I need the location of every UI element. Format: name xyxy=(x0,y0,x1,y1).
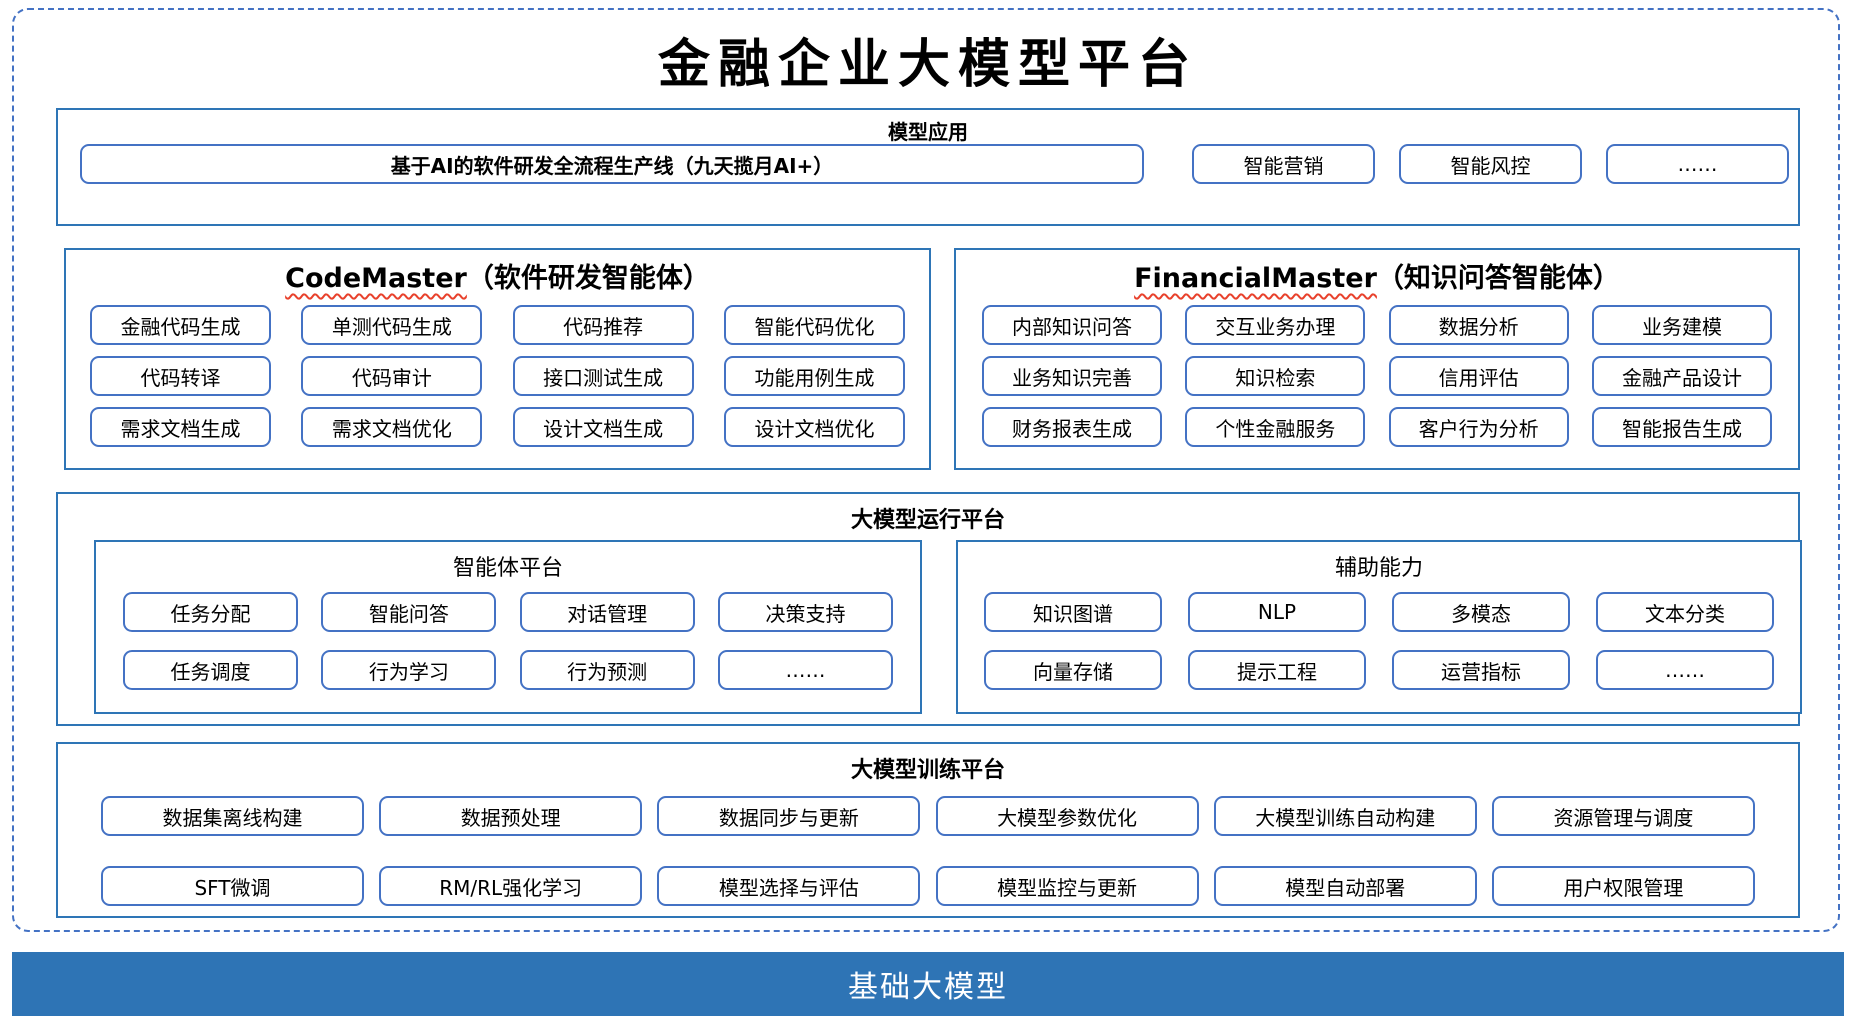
codemaster-item: 代码审计 xyxy=(301,356,483,396)
agent-platform-grid: 任务分配 智能问答 对话管理 决策支持 任务调度 行为学习 行为预测 …… xyxy=(123,592,893,690)
agent-platform-item: 对话管理 xyxy=(519,592,695,632)
section-codemaster: CodeMaster（软件研发智能体） 金融代码生成 单测代码生成 代码推荐 智… xyxy=(64,248,931,470)
financialmaster-header: FinancialMaster（知识问答智能体） xyxy=(956,256,1798,295)
agent-platform-item-ellipsis: …… xyxy=(717,650,893,690)
subsection-auxiliary-capabilities: 辅助能力 知识图谱 NLP 多模态 文本分类 向量存储 提示工程 运营指标 …… xyxy=(956,540,1802,714)
financialmaster-name: FinancialMaster xyxy=(1134,263,1377,294)
page-title: 金融企业大模型平台 xyxy=(657,34,1198,95)
training-item: 模型选择与评估 xyxy=(657,866,921,906)
codemaster-item: 功能用例生成 xyxy=(723,356,905,396)
financialmaster-item: 信用评估 xyxy=(1388,356,1569,396)
agent-platform-item: 任务分配 xyxy=(123,592,298,632)
auxiliary-item-ellipsis: …… xyxy=(1596,650,1774,690)
training-grid: 数据集离线构建 数据预处理 数据同步与更新 大模型参数优化 大模型训练自动构建 … xyxy=(101,796,1755,906)
codemaster-item: 需求文档优化 xyxy=(301,407,483,447)
section-header: 模型应用 xyxy=(888,120,968,144)
codemaster-header: CodeMaster（软件研发智能体） xyxy=(66,256,929,295)
codemaster-item: 代码推荐 xyxy=(512,305,694,345)
section-header: 大模型运行平台 xyxy=(850,508,1005,533)
financialmaster-item: 交互业务办理 xyxy=(1185,305,1366,345)
financialmaster-item: 个性金融服务 xyxy=(1185,407,1366,447)
training-item: 资源管理与调度 xyxy=(1491,796,1755,836)
auxiliary-item: 知识图谱 xyxy=(984,592,1162,632)
codemaster-item: 智能代码优化 xyxy=(723,305,905,345)
auxiliary-item: 运营指标 xyxy=(1392,650,1570,690)
agent-platform-item: 决策支持 xyxy=(717,592,893,632)
codemaster-subtitle: （软件研发智能体） xyxy=(466,263,710,294)
financialmaster-item: 知识检索 xyxy=(1185,356,1366,396)
codemaster-item: 需求文档生成 xyxy=(90,407,271,447)
training-item: 数据集离线构建 xyxy=(101,796,364,836)
training-item: 大模型训练自动构建 xyxy=(1213,796,1477,836)
foundation-model-label: 基础大模型 xyxy=(848,970,1008,1005)
training-item: 数据预处理 xyxy=(379,796,643,836)
section-model-applications: 模型应用 基于AI的软件研发全流程生产线（九天揽月AI+） 智能营销 智能风控 … xyxy=(56,108,1800,226)
codemaster-item: 设计文档优化 xyxy=(723,407,905,447)
training-item: RM/RL强化学习 xyxy=(379,866,643,906)
section-financialmaster: FinancialMaster（知识问答智能体） 内部知识问答 交互业务办理 数… xyxy=(954,248,1800,470)
training-item: SFT微调 xyxy=(101,866,364,906)
foundation-model-bar: 基础大模型 xyxy=(12,952,1844,1016)
codemaster-item: 代码转译 xyxy=(90,356,271,396)
codemaster-grid: 金融代码生成 单测代码生成 代码推荐 智能代码优化 代码转译 代码审计 接口测试… xyxy=(90,305,905,447)
codemaster-item: 金融代码生成 xyxy=(90,305,271,345)
financialmaster-item: 内部知识问答 xyxy=(982,305,1162,345)
codemaster-item: 接口测试生成 xyxy=(512,356,694,396)
financialmaster-item: 智能报告生成 xyxy=(1591,407,1772,447)
auxiliary-item: 向量存储 xyxy=(984,650,1162,690)
subsection-agent-platform: 智能体平台 任务分配 智能问答 对话管理 决策支持 任务调度 行为学习 行为预测… xyxy=(94,540,922,714)
codemaster-name: CodeMaster xyxy=(285,263,467,294)
outer-dashed-frame xyxy=(12,8,1840,932)
auxiliary-grid: 知识图谱 NLP 多模态 文本分类 向量存储 提示工程 运营指标 …… xyxy=(984,592,1774,690)
subsection-header: 辅助能力 xyxy=(1334,556,1423,581)
section-training-platform: 大模型训练平台 数据集离线构建 数据预处理 数据同步与更新 大模型参数优化 大模… xyxy=(56,742,1800,918)
section-header: 大模型训练平台 xyxy=(850,758,1005,783)
app-item: 智能营销 xyxy=(1192,144,1375,184)
app-pipeline-item: 基于AI的软件研发全流程生产线（九天揽月AI+） xyxy=(80,144,1144,184)
agent-platform-item: 行为预测 xyxy=(519,650,695,690)
financialmaster-item: 客户行为分析 xyxy=(1388,407,1569,447)
financialmaster-item: 财务报表生成 xyxy=(982,407,1162,447)
section-runtime-platform: 大模型运行平台 智能体平台 任务分配 智能问答 对话管理 决策支持 任务调度 行… xyxy=(56,492,1802,726)
app-item: 智能风控 xyxy=(1399,144,1582,184)
financialmaster-item: 业务建模 xyxy=(1591,305,1772,345)
financialmaster-item: 数据分析 xyxy=(1388,305,1569,345)
financialmaster-subtitle: （知识问答智能体） xyxy=(1376,263,1620,294)
app-item-ellipsis: …… xyxy=(1606,144,1789,184)
codemaster-item: 单测代码生成 xyxy=(301,305,483,345)
auxiliary-item: NLP xyxy=(1188,592,1366,632)
training-item: 模型自动部署 xyxy=(1213,866,1477,906)
training-item: 用户权限管理 xyxy=(1491,866,1755,906)
auxiliary-item: 多模态 xyxy=(1392,592,1570,632)
agent-platform-item: 行为学习 xyxy=(321,650,497,690)
agent-platform-item: 任务调度 xyxy=(123,650,298,690)
training-item: 模型监控与更新 xyxy=(935,866,1199,906)
financialmaster-item: 业务知识完善 xyxy=(982,356,1162,396)
agent-platform-item: 智能问答 xyxy=(321,592,497,632)
training-item: 数据同步与更新 xyxy=(657,796,921,836)
training-item: 大模型参数优化 xyxy=(935,796,1199,836)
financialmaster-item: 金融产品设计 xyxy=(1591,356,1772,396)
codemaster-item: 设计文档生成 xyxy=(512,407,694,447)
auxiliary-item: 文本分类 xyxy=(1596,592,1774,632)
financialmaster-grid: 内部知识问答 交互业务办理 数据分析 业务建模 业务知识完善 知识检索 信用评估… xyxy=(982,305,1772,447)
subsection-header: 智能体平台 xyxy=(452,556,563,581)
auxiliary-item: 提示工程 xyxy=(1188,650,1366,690)
